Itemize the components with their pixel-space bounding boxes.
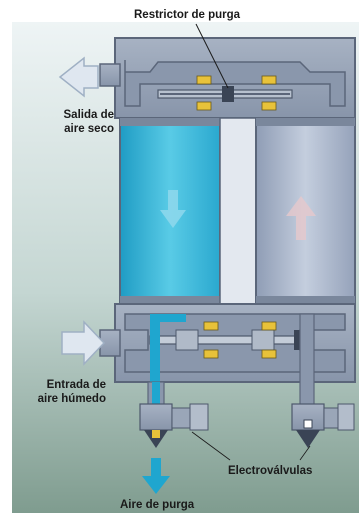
outlet-label: Salida de aire seco [14, 108, 115, 136]
inlet-label-line2: aire húmedo [37, 393, 106, 405]
right-column-regenerating [255, 117, 356, 305]
bottom-header-block [99, 303, 356, 383]
valves-label: Electroválvulas [228, 465, 313, 477]
up-flow-arrow [286, 196, 316, 240]
inlet-label-line1: Entrada de [46, 379, 106, 391]
inlet-label: Entrada de aire húmedo [2, 378, 106, 406]
solenoid-valve-right [291, 313, 355, 448]
outlet-label-line1: Salida de [63, 109, 115, 121]
purge-flow-path [150, 318, 160, 400]
purge-arrow [142, 458, 170, 494]
purge-label: Aire de purga [120, 499, 195, 511]
top-header-block [99, 23, 356, 119]
outlet-arrow [58, 56, 99, 98]
restrictor-label: Restrictor de purga [134, 9, 241, 21]
column-divider [219, 117, 257, 305]
solenoid-valve-left [139, 381, 209, 448]
outlet-label-line2: aire seco [64, 123, 114, 135]
down-flow-arrow [160, 190, 186, 228]
inlet-arrow [61, 320, 106, 366]
